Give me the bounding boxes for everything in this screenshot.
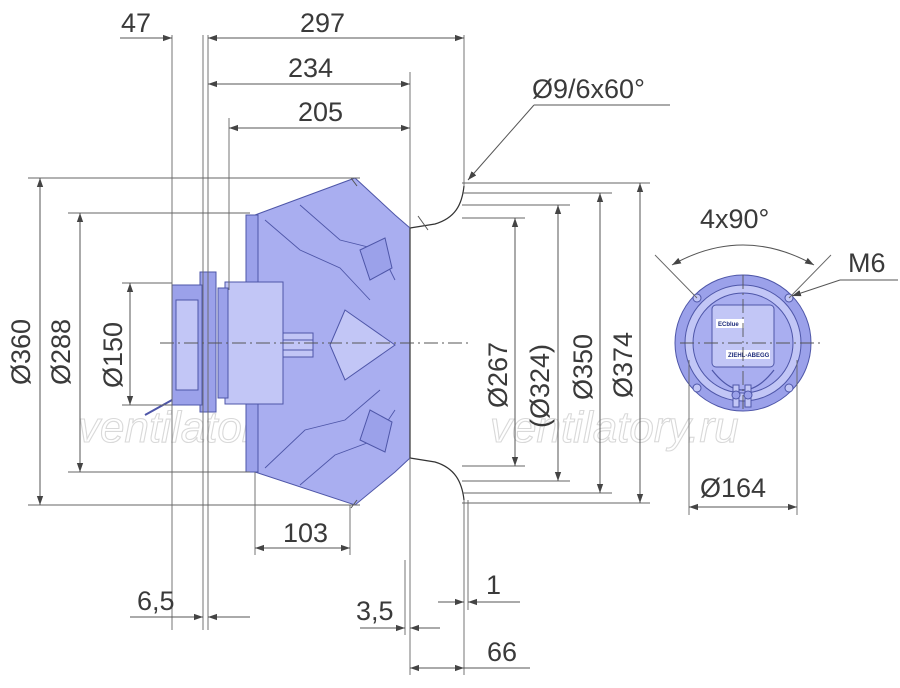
- ziehl-abegg-label: ZIEHL-ABEGG: [728, 353, 770, 359]
- dim-dia-288: Ø288: [46, 319, 76, 385]
- dim-6-5: 6,5: [137, 586, 175, 616]
- dim-205: 205: [298, 97, 343, 127]
- dim-angle-4x90: 4x90°: [700, 204, 769, 234]
- dim-dia-324: (Ø324): [525, 344, 555, 428]
- bottom-dimensions: [130, 544, 530, 672]
- dim-3-5: 3,5: [356, 596, 394, 626]
- inlet-nozzle: [409, 185, 465, 501]
- angle-arc: [671, 244, 815, 266]
- dim-234: 234: [288, 53, 333, 83]
- top-dimensions: [120, 34, 464, 132]
- fan-side-view: [144, 177, 465, 509]
- dim-dia-360: Ø360: [6, 319, 36, 385]
- dim-297: 297: [300, 8, 345, 38]
- dim-66: 66: [487, 637, 517, 667]
- dim-dia-267: Ø267: [483, 342, 513, 408]
- watermark-right: ventilatory.ru: [490, 403, 739, 452]
- dim-dia-150: Ø150: [98, 322, 128, 388]
- ecblue-badge: ECblue: [718, 322, 739, 328]
- shaft: [282, 332, 314, 358]
- dim-thread-m6: M6: [848, 248, 886, 278]
- left-dimensions: [36, 178, 134, 505]
- extension-lines: [28, 35, 650, 675]
- dim-dia-350: Ø350: [568, 334, 598, 400]
- dim-103: 103: [283, 518, 328, 548]
- dim-dia-374: Ø374: [608, 332, 638, 398]
- dim-hole-spec: Ø9/6x60°: [532, 74, 645, 104]
- dim-47: 47: [121, 8, 151, 38]
- dim-1: 1: [486, 570, 501, 600]
- dim-dia-164: Ø164: [700, 473, 766, 503]
- right-dimensions: [511, 183, 644, 503]
